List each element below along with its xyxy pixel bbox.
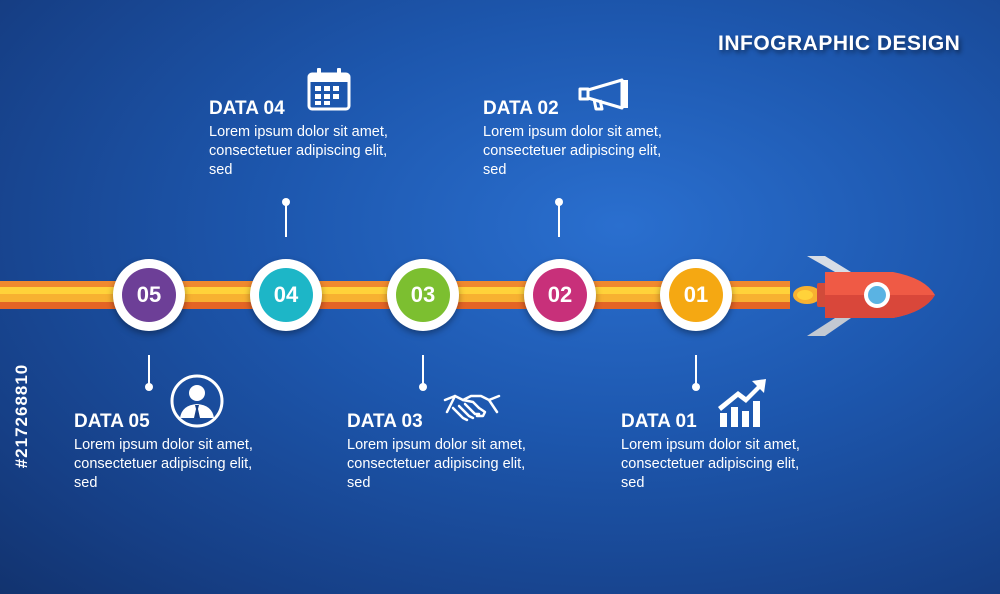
step-01-connector [695, 355, 697, 385]
step-05-description: Lorem ipsum dolor sit amet, consectetuer… [74, 437, 253, 491]
step-01-description: Lorem ipsum dolor sit amet, consectetuer… [621, 437, 800, 491]
step-02-dot [555, 198, 563, 206]
step-02-circle: 02 [524, 259, 596, 331]
handshake-icon [443, 394, 501, 422]
step-01-text-block: DATA 01 Lorem ipsum dolor sit amet, cons… [621, 411, 801, 493]
step-05-text-block: DATA 05 Lorem ipsum dolor sit amet, cons… [74, 411, 254, 493]
step-03-number: 03 [396, 268, 450, 322]
side-code-label: #217268810 [12, 363, 31, 469]
growth-chart-icon [718, 379, 766, 427]
infographic-title: INFOGRAPHIC DESIGN [718, 32, 961, 55]
step-02-heading: DATA 02 [483, 98, 559, 119]
step-02-description: Lorem ipsum dolor sit amet, consectetuer… [483, 124, 662, 178]
step-03-heading: DATA 03 [347, 411, 423, 432]
step-04-circle: 04 [250, 259, 322, 331]
step-03-dot [419, 383, 427, 391]
step-01-circle: 01 [660, 259, 732, 331]
step-05-dot [145, 383, 153, 391]
step-03-circle: 03 [387, 259, 459, 331]
step-01-heading: DATA 01 [621, 411, 697, 432]
step-04-connector [285, 203, 287, 237]
step-04-text-block: DATA 04 Lorem ipsum dolor sit amet, cons… [209, 98, 389, 180]
step-05-circle: 05 [113, 259, 185, 331]
step-01-dot [692, 383, 700, 391]
step-03-text-block: DATA 03 Lorem ipsum dolor sit amet, cons… [347, 411, 527, 493]
step-04-number: 04 [259, 268, 313, 322]
businessman-icon [170, 374, 224, 428]
step-05-heading: DATA 05 [74, 411, 150, 432]
step-03-description: Lorem ipsum dolor sit amet, consectetuer… [347, 437, 526, 491]
rocket-icon [793, 256, 935, 336]
step-02-text-block: DATA 02 Lorem ipsum dolor sit amet, cons… [483, 98, 663, 180]
step-05-connector [148, 355, 150, 385]
calendar-icon [307, 68, 351, 111]
step-02-number: 02 [533, 268, 587, 322]
step-04-dot [282, 198, 290, 206]
step-02-connector [558, 203, 560, 237]
step-04-heading: DATA 04 [209, 98, 285, 119]
step-03-connector [422, 355, 424, 385]
step-04-description: Lorem ipsum dolor sit amet, consectetuer… [209, 124, 388, 178]
megaphone-icon [578, 78, 628, 111]
step-01-number: 01 [669, 268, 723, 322]
step-05-number: 05 [122, 268, 176, 322]
